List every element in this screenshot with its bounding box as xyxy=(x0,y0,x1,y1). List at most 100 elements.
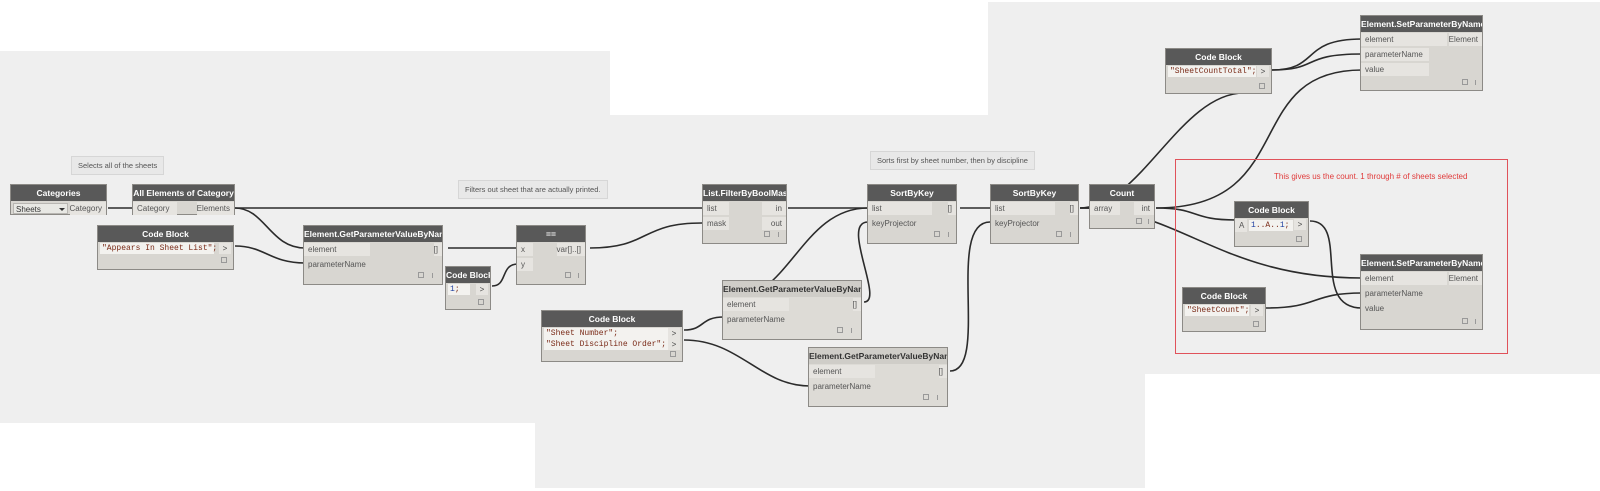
input-port-list[interactable]: list xyxy=(868,202,932,215)
output-port-1[interactable]: > xyxy=(668,328,680,339)
input-port-list[interactable]: list xyxy=(991,202,1055,215)
input-port-parameter-name[interactable]: parameterName xyxy=(727,315,785,324)
note-filter-printed[interactable]: Filters out sheet that are actually prin… xyxy=(458,180,608,199)
lacing-icon[interactable] xyxy=(778,232,779,237)
output-port-element[interactable]: Element xyxy=(1448,33,1482,46)
lacing-icon[interactable] xyxy=(1148,219,1149,224)
lacing-icon[interactable] xyxy=(1475,80,1476,85)
lacing-icon[interactable] xyxy=(851,328,852,333)
preview-toggle-icon[interactable] xyxy=(934,231,940,237)
input-port-mask[interactable]: mask xyxy=(703,217,729,230)
node-sort-by-key-1[interactable]: SortByKey list keyProjector [] xyxy=(867,184,957,244)
input-port-list[interactable]: list xyxy=(703,202,729,215)
group-count-range[interactable] xyxy=(1175,159,1508,354)
node-filter-by-bool-mask[interactable]: List.FilterByBoolMask list mask in out xyxy=(702,184,787,244)
input-port-parameter-name[interactable]: parameterName xyxy=(1361,48,1429,61)
node-get-parameter-value-3[interactable]: Element.GetParameterValueByName element … xyxy=(808,347,948,407)
output-port-out[interactable]: out xyxy=(762,217,786,230)
output-port[interactable]: [] xyxy=(433,243,442,256)
output-port[interactable]: > xyxy=(1257,66,1269,77)
node-all-elements-of-category[interactable]: All Elements of Category Category Elemen… xyxy=(132,184,235,215)
node-code-block-sheet-count-total[interactable]: Code Block "SheetCountTotal"; > xyxy=(1165,48,1272,94)
input-port-x[interactable]: x xyxy=(517,243,533,256)
input-port-array[interactable]: array xyxy=(1090,202,1120,215)
input-port-y[interactable]: y xyxy=(517,258,533,271)
preview-toggle-icon[interactable] xyxy=(1259,83,1265,89)
code-text[interactable]: "SheetCountTotal"; xyxy=(1168,66,1257,77)
preview-toggle-icon[interactable] xyxy=(1296,236,1302,242)
node-get-parameter-value-2[interactable]: Element.GetParameterValueByName element … xyxy=(722,280,862,340)
output-port[interactable]: > xyxy=(1294,219,1306,230)
node-count[interactable]: Count array int xyxy=(1089,184,1155,229)
input-port-element[interactable]: element xyxy=(304,243,370,256)
node-get-parameter-value-1[interactable]: Element.GetParameterValueByName element … xyxy=(303,225,443,285)
output-port-int[interactable]: int xyxy=(1134,202,1154,215)
input-port-parameter-name[interactable]: parameterName xyxy=(1365,289,1423,298)
lacing-icon[interactable] xyxy=(578,273,579,278)
output-port[interactable]: > xyxy=(1251,305,1263,316)
preview-toggle-icon[interactable] xyxy=(923,394,929,400)
output-port[interactable]: > xyxy=(476,284,488,295)
input-port-value[interactable]: value xyxy=(1361,63,1429,76)
category-dropdown[interactable]: Sheets xyxy=(13,203,68,214)
output-port[interactable]: [] xyxy=(938,365,947,378)
code-text[interactable]: 1..A..1; xyxy=(1249,220,1293,231)
preview-toggle-icon[interactable] xyxy=(1136,218,1142,224)
input-port-key-projector[interactable]: keyProjector xyxy=(995,219,1040,228)
node-set-parameter-by-name-2[interactable]: Element.SetParameterByName element param… xyxy=(1360,254,1483,330)
preview-toggle-icon[interactable] xyxy=(1462,79,1468,85)
node-equals[interactable]: == x y var[]..[] xyxy=(516,225,586,285)
preview-toggle-icon[interactable] xyxy=(837,327,843,333)
input-port-value[interactable]: value xyxy=(1365,304,1385,313)
output-port-in[interactable]: in xyxy=(762,202,786,215)
node-code-block-range[interactable]: Code Block A 1..A..1; > xyxy=(1234,201,1309,247)
output-port[interactable]: [] xyxy=(947,202,956,215)
input-port-parameter-name[interactable]: parameterName xyxy=(813,382,871,391)
note-sorts[interactable]: Sorts first by sheet number, then by dis… xyxy=(870,151,1035,170)
input-port-key-projector[interactable]: keyProjector xyxy=(872,219,917,228)
preview-toggle-icon[interactable] xyxy=(221,257,227,263)
preview-toggle-icon[interactable] xyxy=(565,272,571,278)
input-port-a[interactable]: A xyxy=(1235,219,1247,232)
output-port-element[interactable]: Element xyxy=(1448,272,1482,285)
code-text[interactable]: 1; xyxy=(448,284,470,295)
node-title: Categories xyxy=(11,185,106,201)
lacing-icon[interactable] xyxy=(937,395,938,400)
input-port-element[interactable]: element xyxy=(1361,272,1447,285)
note-select-sheets[interactable]: Selects all of the sheets xyxy=(71,156,165,175)
node-sort-by-key-2[interactable]: SortByKey list keyProjector [] xyxy=(990,184,1079,244)
node-code-block-one[interactable]: Code Block 1; > xyxy=(445,266,491,310)
lacing-icon[interactable] xyxy=(948,232,949,237)
code-line-1[interactable]: "Sheet Number"; xyxy=(544,328,668,339)
lacing-icon[interactable] xyxy=(1475,319,1476,324)
preview-toggle-icon[interactable] xyxy=(1462,318,1468,324)
preview-toggle-icon[interactable] xyxy=(1253,321,1259,327)
input-port-parameter-name[interactable]: parameterName xyxy=(308,260,366,269)
node-code-block-sheet-params[interactable]: Code Block "Sheet Number"; "Sheet Discip… xyxy=(541,310,683,362)
code-line-2[interactable]: "Sheet Discipline Order"; xyxy=(544,339,668,350)
output-port-2[interactable]: > xyxy=(668,339,680,350)
preview-toggle-icon[interactable] xyxy=(670,351,676,357)
output-port-category[interactable]: Category xyxy=(69,202,106,215)
preview-toggle-icon[interactable] xyxy=(1056,231,1062,237)
node-code-block-sheet-list[interactable]: Code Block "Appears In Sheet List"; > xyxy=(97,225,234,270)
preview-toggle-icon[interactable] xyxy=(764,231,770,237)
lacing-icon[interactable] xyxy=(432,273,433,278)
node-set-parameter-by-name-1[interactable]: Element.SetParameterByName element param… xyxy=(1360,15,1483,91)
output-port[interactable]: [] xyxy=(852,298,861,311)
output-port[interactable]: var[]..[] xyxy=(556,243,585,256)
preview-toggle-icon[interactable] xyxy=(478,299,484,305)
code-text[interactable]: "SheetCount"; xyxy=(1185,305,1250,316)
node-categories[interactable]: Categories Sheets Category xyxy=(10,184,107,215)
code-text[interactable]: "Appears In Sheet List"; xyxy=(100,243,218,254)
output-port[interactable]: [] xyxy=(1069,202,1078,215)
input-port-element[interactable]: element xyxy=(809,365,875,378)
node-code-block-sheet-count[interactable]: Code Block "SheetCount"; > xyxy=(1182,287,1266,332)
output-port-elements[interactable]: Elements xyxy=(196,202,234,215)
input-port-element[interactable]: element xyxy=(1361,33,1447,46)
output-port[interactable]: > xyxy=(219,243,231,254)
input-port-category[interactable]: Category xyxy=(133,202,177,215)
lacing-icon[interactable] xyxy=(1070,232,1071,237)
input-port-element[interactable]: element xyxy=(723,298,789,311)
preview-toggle-icon[interactable] xyxy=(418,272,424,278)
